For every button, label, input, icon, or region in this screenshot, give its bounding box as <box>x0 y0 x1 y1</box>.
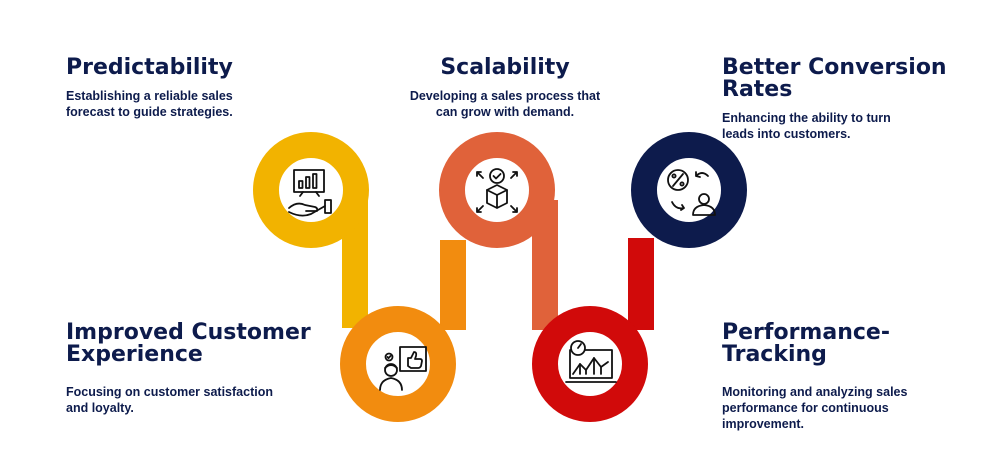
ring-improved-customer-experience <box>340 306 456 422</box>
connector-4 <box>628 238 654 330</box>
step-better-conversion-rates: Better Conversion Rates Enhancing the ab… <box>722 57 952 142</box>
step-description: Monitoring and analyzing sales performan… <box>722 385 908 431</box>
step-description: Developing a sales process that can grow… <box>409 89 601 119</box>
ring-better-conversion-rates <box>631 132 747 248</box>
step-performance-tracking: Performance-Tracking Monitoring and anal… <box>722 322 912 432</box>
step-predictability: Predictability Establishing a reliable s… <box>66 57 276 120</box>
scalable-box-icon <box>476 168 518 213</box>
customer-thumbs-up-icon <box>379 346 427 391</box>
step-title: Better Conversion Rates <box>722 55 947 102</box>
connector-2 <box>440 240 466 330</box>
step-title: Scalability <box>440 55 570 80</box>
step-title: Performance-Tracking <box>722 320 890 367</box>
ring-performance-tracking <box>532 306 648 422</box>
performance-monitor-icon <box>565 340 617 383</box>
conversion-user-icon <box>667 169 716 216</box>
step-improved-customer-experience: Improved Customer Experience Focusing on… <box>66 322 326 416</box>
step-title: Predictability <box>66 55 233 80</box>
chart-hand-icon <box>288 169 332 217</box>
ring-predictability <box>253 132 369 248</box>
ring-scalability <box>439 132 555 248</box>
step-description: Focusing on customer satisfaction and lo… <box>66 385 273 415</box>
step-scalability: Scalability Developing a sales process t… <box>405 57 605 120</box>
step-title: Improved Customer Experience <box>66 320 311 367</box>
step-description: Establishing a reliable sales forecast t… <box>66 89 233 119</box>
step-description: Enhancing the ability to turn leads into… <box>722 111 891 141</box>
